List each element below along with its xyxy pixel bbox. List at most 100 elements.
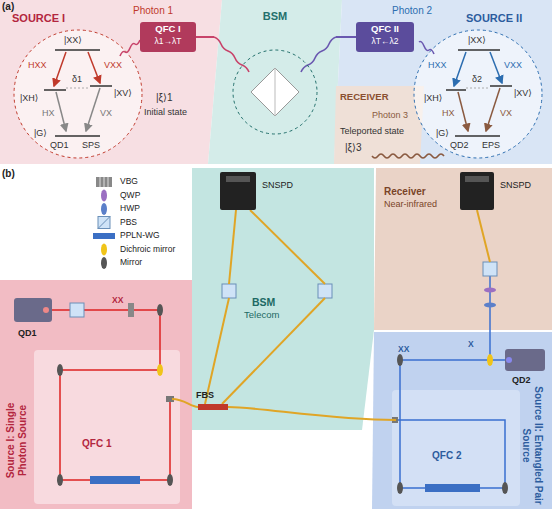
panel-title: Receiver xyxy=(384,186,426,198)
beam-splitter xyxy=(275,68,276,116)
panel-title: RECEIVER xyxy=(340,92,389,103)
transition-arrow xyxy=(486,88,500,131)
splitting-label: δ2 xyxy=(472,74,482,84)
legend-text: VBG xyxy=(120,177,138,187)
state-caption: Initial state xyxy=(144,107,187,117)
optical-fiber xyxy=(222,298,325,404)
legend-icon xyxy=(100,177,108,187)
state-label: |XV⟩ xyxy=(114,88,132,98)
panel-background xyxy=(372,332,552,509)
transition-label: HX xyxy=(442,108,455,118)
optical-element xyxy=(57,262,508,494)
snspd-detector xyxy=(220,172,256,210)
photon-label: Photon 3 xyxy=(372,110,408,120)
optical-element xyxy=(487,354,493,366)
panel-background xyxy=(0,280,192,509)
legend-icon xyxy=(101,257,107,269)
source-panel: SOURCE I QFC I λ1→λT xyxy=(0,0,210,164)
transition-arrow xyxy=(454,52,466,86)
legend-icon xyxy=(98,217,110,229)
panel-letter: (a) xyxy=(2,1,14,13)
optical-element xyxy=(128,303,134,317)
converter-box: QFC IIλT←λ2 xyxy=(356,22,414,52)
panel-background xyxy=(334,86,424,164)
optical-fiber xyxy=(172,210,490,420)
optical-fiber xyxy=(250,210,325,284)
legend-text: PBS xyxy=(120,218,137,228)
cryostat xyxy=(14,298,52,322)
optical-fiber xyxy=(228,407,396,420)
optical-element xyxy=(397,482,403,494)
photon-wave xyxy=(372,154,444,158)
transition-label: HX xyxy=(42,108,55,118)
legend-icon xyxy=(101,190,107,202)
cryostat xyxy=(506,357,512,363)
optical-element xyxy=(222,284,236,298)
qfc-region: QFC 1 xyxy=(34,350,180,504)
beam-label: XX xyxy=(112,296,123,306)
beam-label: X xyxy=(468,340,474,350)
photon-label: Photon 1 xyxy=(133,5,173,17)
detector-label: SNSPD xyxy=(262,180,293,190)
box-title: QFC II xyxy=(371,24,399,35)
transition-label: HXX xyxy=(28,60,47,70)
legend-icon xyxy=(93,177,115,269)
laser-beam xyxy=(52,310,170,480)
panel-title: SOURCE II xyxy=(466,12,522,25)
panel-title: Source I: Single Photon Source xyxy=(5,384,28,496)
panel-title: SOURCE I xyxy=(12,12,65,25)
transition-arrow xyxy=(490,52,502,83)
band-label: Telecom xyxy=(244,310,279,321)
source-panel: SOURCE II QFC IIλT←λ2RECEIVER xyxy=(336,0,552,164)
laser-beam xyxy=(52,276,505,488)
optical-element xyxy=(484,288,496,293)
device-label: EPS xyxy=(482,140,500,150)
fiber-beam-splitter xyxy=(198,404,228,410)
quantum-dot-circle xyxy=(14,30,142,158)
wavelength-label: λ1→λT xyxy=(155,37,182,47)
legend-icon xyxy=(96,177,112,187)
photon-wave xyxy=(120,40,140,56)
optical-element xyxy=(57,474,63,486)
snspd-detector xyxy=(465,176,489,182)
legend-icon xyxy=(98,217,110,229)
source-panel: Source II: Entangled Pair SourceQFC 2 xyxy=(372,332,552,509)
optical-fiber xyxy=(172,399,198,407)
photon-wave xyxy=(120,37,444,158)
state-label: |G⟩ xyxy=(436,128,449,138)
bsm-panel: BSM Telecom xyxy=(192,168,372,430)
panel-background xyxy=(192,168,374,430)
converter-box: QFC I λ1→λT xyxy=(140,22,196,52)
cryostat xyxy=(505,349,545,371)
transition-arrow xyxy=(86,88,100,131)
optical-element xyxy=(70,303,84,317)
optical-element xyxy=(484,303,496,308)
photon-channel xyxy=(196,36,214,38)
box-title: QFC I xyxy=(155,24,180,35)
transition-label: VX xyxy=(100,108,112,118)
snspd-detector xyxy=(220,172,494,210)
transition-arrow xyxy=(458,92,468,131)
optical-element xyxy=(157,364,163,376)
component-label: FBS xyxy=(196,390,214,400)
transition-label: VXX xyxy=(104,60,122,70)
energy-level xyxy=(44,50,512,136)
legend-text: QWP xyxy=(120,191,140,201)
device-label: QD1 xyxy=(18,328,37,338)
transition-arrow xyxy=(56,92,66,131)
panel-background xyxy=(334,0,552,164)
panel-background xyxy=(208,0,342,164)
energy-level xyxy=(44,50,112,136)
legend-text: Dichroic mirror xyxy=(120,245,175,255)
legend-icon xyxy=(101,203,107,215)
optical-fiber xyxy=(205,298,229,404)
legend-text: PPLN-WG xyxy=(120,231,160,241)
beam-label: XX xyxy=(398,345,409,355)
panel-title: BSM xyxy=(263,10,287,23)
cryostat xyxy=(43,307,49,313)
panel-title: BSM xyxy=(252,296,275,308)
state-label: |XH⟩ xyxy=(20,93,38,103)
